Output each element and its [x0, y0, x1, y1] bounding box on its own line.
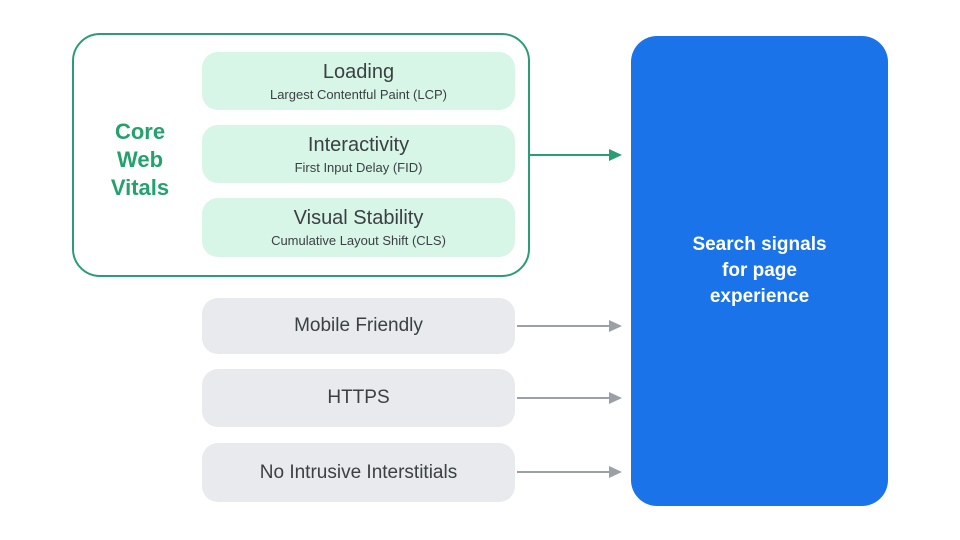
signal-https: HTTPS [202, 369, 515, 427]
cwv-item-visual-stability-subtitle: Cumulative Layout Shift (CLS) [271, 233, 446, 248]
result-box-label: Search signals for page experience [692, 234, 827, 307]
arrow-mobile-friendly-icon [517, 319, 622, 333]
cwv-item-loading-title: Loading [322, 60, 395, 83]
signal-https-label: HTTPS [327, 387, 390, 408]
cwv-item-loading: Loading Largest Contentful Paint (LCP) [202, 52, 515, 110]
cwv-item-interactivity: Interactivity First Input Delay (FID) [202, 125, 515, 183]
arrow-head [609, 392, 622, 404]
arrow-shaft [530, 153, 609, 157]
cwv-item-interactivity-title: Interactivity [307, 133, 410, 156]
arrow-head [609, 466, 622, 478]
arrow-shaft [517, 470, 609, 474]
arrow-https-icon [517, 391, 622, 405]
arrow-shaft [517, 324, 609, 328]
cwv-item-visual-stability: Visual Stability Cumulative Layout Shift… [202, 198, 515, 257]
cwv-item-loading-subtitle: Largest Contentful Paint (LCP) [269, 86, 448, 102]
signal-no-intrusive-interstitials: No Intrusive Interstitials [202, 443, 515, 502]
signal-mobile-friendly-label: Mobile Friendly [294, 315, 423, 336]
result-box: Search signals for page experience [631, 36, 888, 506]
cwv-item-visual-stability-title: Visual Stability [293, 207, 424, 229]
arrow-no-intrusive-interstitials-icon [517, 465, 622, 479]
arrow-core-web-vitals-icon [530, 148, 622, 162]
signal-mobile-friendly: Mobile Friendly [202, 298, 515, 354]
core-web-vitals-heading: Core Web Vitals [110, 119, 170, 200]
cwv-item-interactivity-subtitle: First Input Delay (FID) [294, 159, 423, 175]
arrow-head [609, 149, 622, 161]
signal-no-intrusive-interstitials-label: No Intrusive Interstitials [259, 461, 458, 483]
arrow-shaft [517, 396, 609, 400]
arrow-head [609, 320, 622, 332]
